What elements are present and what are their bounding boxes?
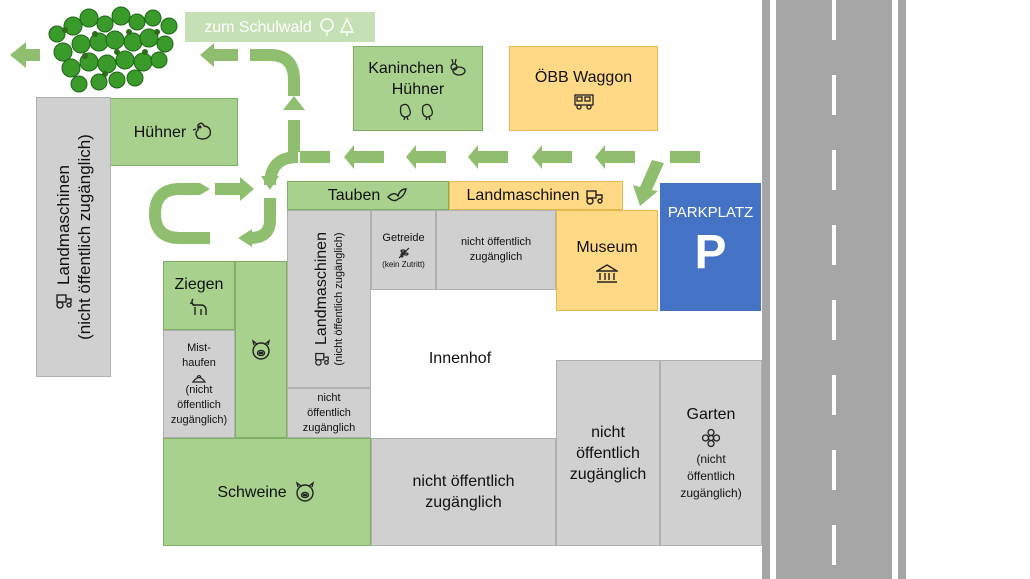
restricted-label: zugänglich	[569, 465, 647, 483]
garten-note: (nicht	[696, 452, 726, 466]
road	[762, 0, 906, 579]
schweine-label: Schweine	[217, 483, 287, 501]
goat-icon	[187, 297, 211, 317]
misthaufen-note: zugänglich)	[170, 413, 228, 426]
garten-note: öffentlich	[687, 469, 735, 483]
landmaschinen-left-area[interactable]: Landmaschinen (nicht öffentlich zugängli…	[36, 97, 111, 377]
arrow-left-icon	[595, 145, 635, 169]
landmaschinen-left-note: (nicht öffentlich zugänglich)	[74, 134, 94, 340]
museum-label: Museum	[576, 239, 638, 256]
route-arrows	[10, 42, 700, 247]
restricted-area-top[interactable]: nicht öffentlich zugänglich	[436, 210, 556, 290]
parking-symbol: P	[694, 226, 727, 279]
huehner-area[interactable]: Hühner	[110, 98, 238, 166]
pig-icon	[249, 338, 273, 361]
flower-icon	[701, 428, 721, 448]
getreide-note: (kein Zutritt)	[382, 259, 425, 269]
arrow-right-icon	[215, 177, 254, 201]
restricted-area-mid[interactable]: nicht öffentlich zugänglich	[287, 388, 371, 438]
arrow-left-icon	[532, 145, 572, 169]
ziegen-area[interactable]: Ziegen	[163, 261, 235, 330]
restricted-label: nicht öffentlich	[460, 236, 532, 248]
road-dash	[832, 225, 836, 265]
museum-icon	[596, 264, 618, 284]
schulwald-label: zum Schulwald	[204, 18, 312, 36]
road-dash	[832, 150, 836, 190]
restricted-label: nicht	[317, 391, 341, 404]
landmaschinen-mid-area[interactable]: Landmaschinen (nicht öffentlich zugängli…	[287, 210, 371, 388]
arrow-left-icon	[10, 42, 40, 68]
misthaufen-note: öffentlich	[177, 398, 221, 411]
landmaschinen-left-label: Landmaschinen	[53, 164, 73, 286]
pig-stall-area[interactable]	[235, 261, 287, 438]
huehner-label-2: Hühner	[391, 80, 445, 98]
tauben-area[interactable]: Tauben	[287, 181, 449, 210]
tractor-icon	[585, 187, 605, 205]
parkplatz-label: PARKPLATZ	[667, 204, 754, 221]
tractor-icon	[314, 350, 330, 366]
hen-icon	[192, 121, 214, 143]
schweine-area[interactable]: Schweine	[163, 438, 371, 546]
forest-image	[48, 6, 178, 93]
parkplatz-area[interactable]: PARKPLATZ P	[660, 183, 761, 311]
arrow-left-icon	[344, 145, 384, 169]
tractor-icon	[54, 291, 72, 309]
restricted-label: zugänglich	[302, 421, 356, 434]
misthaufen-label: Mist-	[187, 341, 211, 354]
arrow-down-icon	[633, 160, 664, 206]
arrow-left-icon	[468, 145, 508, 169]
restricted-label: öffentlich	[576, 444, 640, 462]
restricted-area-bottom[interactable]: nicht öffentlich zugänglich	[371, 438, 556, 546]
rabbit-icon	[448, 59, 468, 77]
restricted-area-right[interactable]: nicht öffentlich zugänglich	[556, 360, 660, 546]
getreide-area[interactable]: Getreide (kein Zutritt)	[371, 210, 436, 290]
tauben-label: Tauben	[327, 187, 381, 204]
restricted-label: zugänglich	[425, 494, 502, 511]
road-edge-right	[892, 0, 898, 579]
road-dash	[832, 525, 836, 565]
schulwald-banner[interactable]: zum Schulwald	[185, 12, 375, 42]
misthaufen-label: haufen	[182, 356, 216, 369]
pig-icon	[293, 481, 317, 503]
train-icon	[573, 92, 595, 110]
garten-note: zugänglich)	[680, 486, 742, 500]
huehner-label: Hühner	[133, 123, 187, 141]
restricted-label: nicht öffentlich	[412, 473, 515, 490]
kaninchen-label: Kaninchen	[368, 59, 444, 77]
road-dash	[832, 300, 836, 340]
road-dash	[832, 0, 836, 40]
road-dash	[832, 375, 836, 415]
oebb-waggon-area[interactable]: ÖBB Waggon	[509, 46, 658, 131]
arrow-left-icon	[200, 43, 238, 67]
chicks-icon	[397, 100, 439, 120]
oebb-label: ÖBB Waggon	[534, 69, 633, 86]
landmaschinen-mid-note: (nicht öffentlich zugänglich)	[333, 232, 345, 366]
trees-icon	[318, 17, 356, 37]
garten-label: Garten	[686, 406, 736, 423]
kaninchen-huehner-area[interactable]: Kaninchen Hühner	[353, 46, 483, 131]
misthaufen-area[interactable]: Mist- haufen (nicht öffentlich zugänglic…	[163, 330, 235, 438]
dung-icon	[191, 371, 207, 383]
getreide-label: Getreide	[382, 231, 425, 244]
innenhof-label: Innenhof	[428, 350, 492, 367]
garten-area[interactable]: Garten (nicht öffentlich zugänglich)	[660, 360, 762, 546]
arrow-left-icon	[406, 145, 446, 169]
grain-icon	[397, 246, 411, 260]
museum-area[interactable]: Museum	[556, 210, 658, 311]
restricted-label: öffentlich	[307, 406, 351, 419]
road-dash	[832, 75, 836, 115]
road-edge-left	[770, 0, 776, 579]
misthaufen-note: (nicht	[185, 383, 213, 396]
restricted-label: zugänglich	[469, 251, 523, 263]
landmaschinen-mid-label: Landmaschinen	[313, 232, 330, 345]
landmaschinen-top-label: Landmaschinen	[466, 187, 580, 204]
ziegen-label: Ziegen	[174, 276, 224, 293]
dove-icon	[386, 187, 408, 205]
road-dash	[832, 450, 836, 490]
landmaschinen-top-area[interactable]: Landmaschinen	[449, 181, 623, 210]
restricted-label: nicht	[591, 423, 625, 441]
